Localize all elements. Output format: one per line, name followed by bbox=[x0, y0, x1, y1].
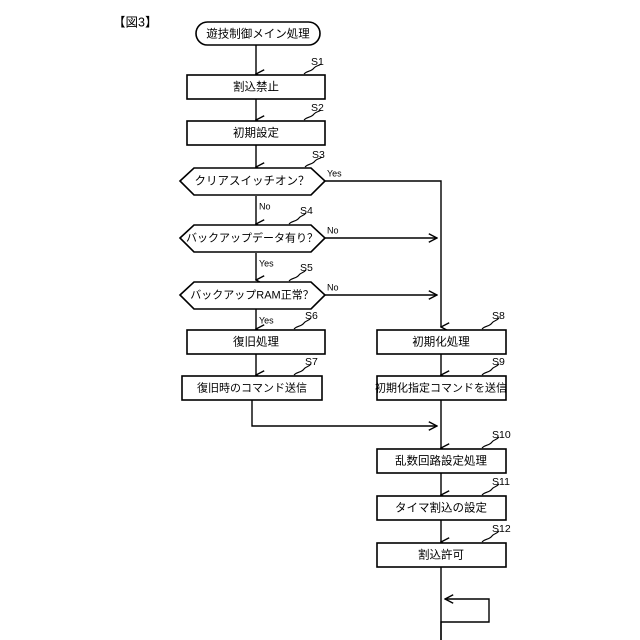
node-s6-shape bbox=[186, 329, 326, 355]
node-s8: 初期化処理 S8 bbox=[376, 310, 507, 355]
node-s11: タイマ割込の設定 S11 bbox=[376, 476, 510, 521]
node-s12: 割込許可 S12 bbox=[376, 523, 511, 568]
node-s3-label: クリアスイッチオン？ bbox=[195, 175, 310, 188]
step-label-s3: S3 bbox=[312, 149, 325, 161]
branch-label-s3-yes: Yes bbox=[327, 168, 342, 178]
branch-label-s5-yes: Yes bbox=[259, 315, 274, 325]
node-s5: バックアップRAM正常？ S5 No Yes bbox=[178, 262, 339, 325]
step-label-s9: S9 bbox=[492, 356, 505, 368]
node-s8-shape bbox=[376, 329, 507, 355]
node-s11-shape bbox=[376, 495, 507, 521]
node-s8-label: 初期化処理 bbox=[412, 335, 470, 349]
node-s2: 初期設定 S2 bbox=[186, 102, 326, 146]
branch-label-s4-yes: Yes bbox=[259, 258, 274, 268]
step-label-s8: S8 bbox=[492, 310, 505, 322]
node-s7-shape bbox=[181, 375, 323, 401]
step-label-s1: S1 bbox=[311, 56, 324, 68]
node-s9-label: 初期化指定コマンドを送信 bbox=[375, 380, 507, 394]
node-s5-label: バックアップRAM正常？ bbox=[190, 288, 313, 301]
node-s10-label: 乱数回路設定処理 bbox=[395, 454, 487, 468]
node-s12-label: 割込許可 bbox=[418, 548, 464, 562]
node-s7: 復旧時のコマンド送信 S7 bbox=[181, 356, 323, 401]
node-s11-label: タイマ割込の設定 bbox=[395, 501, 487, 515]
node-s4-label: バックアップデータ有り？ bbox=[186, 230, 318, 244]
node-s6: 復旧処理 S6 bbox=[186, 310, 326, 355]
node-s1: 割込禁止 S1 bbox=[186, 56, 326, 100]
node-s2-label: 初期設定 bbox=[233, 126, 279, 140]
edge-s3-yes-to-s8 bbox=[325, 180, 441, 327]
node-start-label: 遊技制御メイン処理 bbox=[206, 27, 310, 41]
node-s3-shape bbox=[178, 167, 327, 196]
node-s7-label: 復旧時のコマンド送信 bbox=[197, 380, 307, 394]
step-label-s6: S6 bbox=[305, 310, 318, 322]
step-label-s7: S7 bbox=[305, 356, 318, 368]
node-start-shape bbox=[195, 21, 321, 46]
step-label-s10: S10 bbox=[492, 429, 511, 441]
branch-label-s5-no: No bbox=[327, 282, 339, 292]
node-s12-shape bbox=[376, 542, 507, 568]
branch-label-s4-no: No bbox=[327, 225, 339, 235]
node-s10: 乱数回路設定処理 S10 bbox=[376, 429, 511, 474]
step-label-s5: S5 bbox=[300, 262, 313, 274]
node-s1-label: 割込禁止 bbox=[233, 80, 279, 94]
step-label-s4: S4 bbox=[300, 205, 313, 217]
node-s9: 初期化指定コマンドを送信 S9 bbox=[375, 356, 507, 401]
node-s9-shape bbox=[376, 375, 507, 401]
node-start: 遊技制御メイン処理 bbox=[195, 21, 321, 46]
node-s2-shape bbox=[186, 120, 326, 146]
step-label-s2: S2 bbox=[311, 102, 324, 114]
edge-loop-back bbox=[440, 599, 490, 640]
step-label-s12: S12 bbox=[492, 523, 511, 535]
node-s10-shape bbox=[376, 448, 507, 474]
node-s4-shape bbox=[178, 224, 327, 253]
step-label-s11: S11 bbox=[492, 476, 510, 488]
node-s5-shape bbox=[178, 281, 327, 310]
branch-label-s3-no: No bbox=[259, 201, 271, 211]
node-s4: バックアップデータ有り？ S4 No Yes bbox=[178, 205, 339, 268]
figure-title: 【図3】 bbox=[113, 15, 157, 29]
edge-s7-to-trunk bbox=[251, 400, 437, 426]
node-s6-label: 復旧処理 bbox=[233, 335, 279, 349]
node-s1-shape bbox=[186, 74, 326, 100]
node-s3: クリアスイッチオン？ S3 Yes No bbox=[178, 149, 342, 211]
